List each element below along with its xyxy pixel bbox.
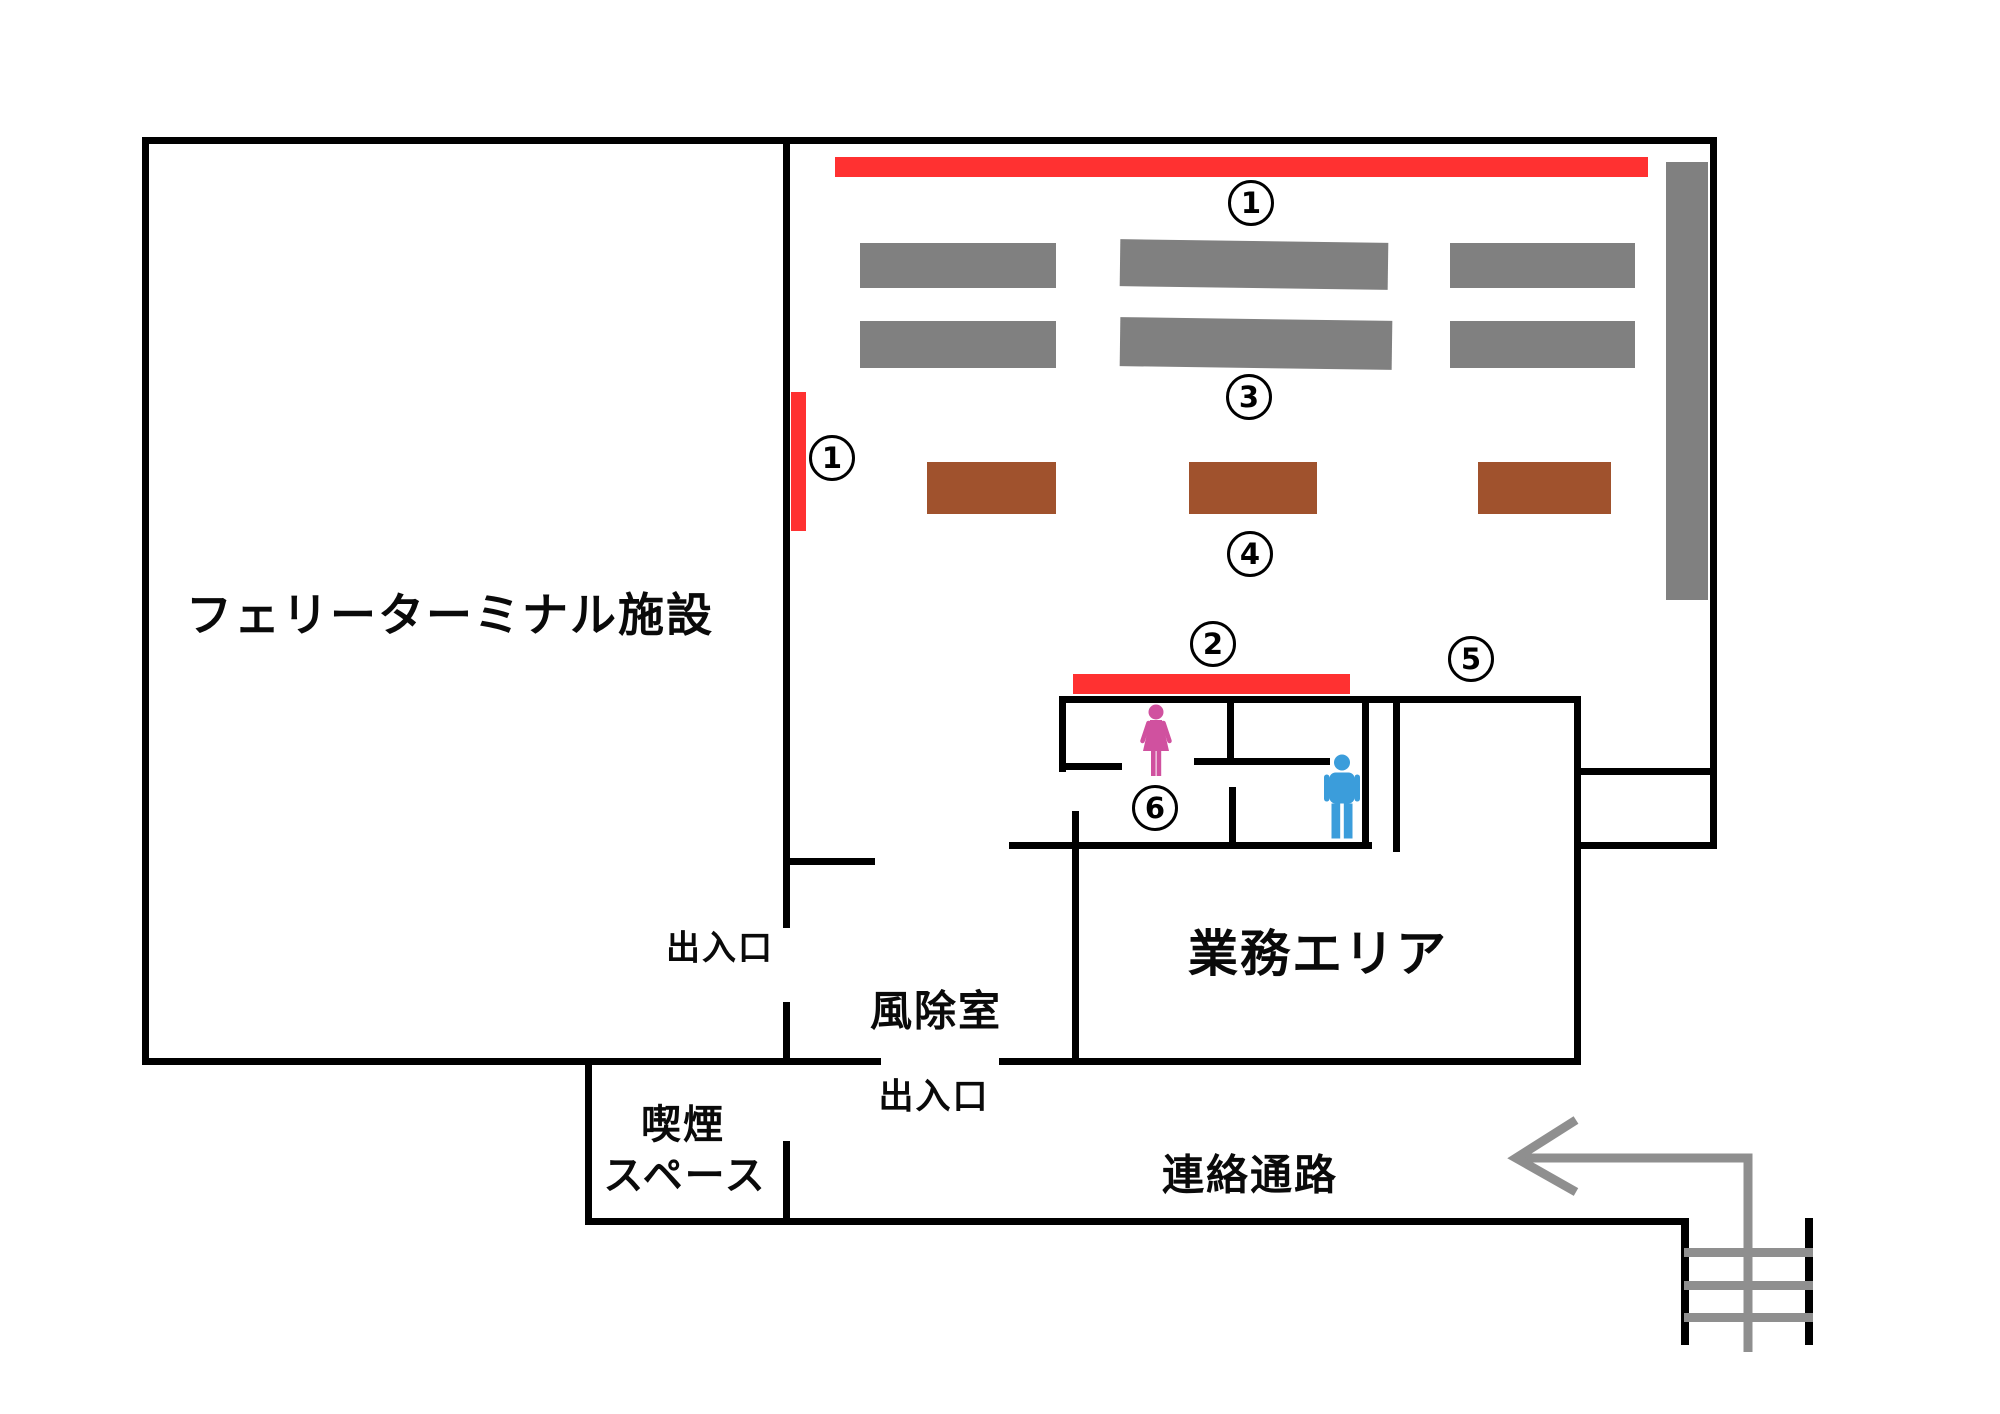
wall-mens-right [1362,696,1369,849]
wall-corridor-bottom [585,1218,1689,1225]
label-smoking-line1: 喫煙 [641,1102,725,1148]
wall-ferry-bottom [142,1058,881,1065]
label-business-area: 業務エリア [1188,925,1448,983]
wall-right [1710,137,1717,849]
red-counter-middle [1073,674,1350,694]
marker-label: 3 [1238,380,1260,414]
wall-toilet-divider-lower [1229,787,1236,849]
wall-vestibule-top-stub [786,858,875,865]
label-entrance-upper: 出入口 [666,928,774,969]
label-entrance-lower: 出入口 [878,1077,990,1118]
wall-notch-top [1574,768,1714,775]
label-smoking-line2: スペース [603,1153,767,1199]
wall-divider-upper [783,137,790,928]
marker-label: 2 [1202,627,1224,661]
red-counter-left [791,392,806,531]
gray-bench-row1-col3 [1450,243,1635,288]
wall-toilet-business-top [1059,696,1581,703]
wall-toilet-outer-right [1393,696,1400,852]
gray-bench-row2-col1 [860,321,1056,368]
wall-business-bottom [999,1058,1581,1065]
gray-bench-row2-col3 [1450,321,1635,368]
wall-business-right [1574,696,1581,1065]
wall-smoking-right [783,1141,790,1225]
red-counter-top [835,157,1648,177]
marker-label: 1 [821,441,843,475]
marker-3-gray-benches: 3 [1226,374,1272,420]
female-icon [1140,704,1172,776]
marker-label: 4 [1239,537,1261,571]
wall-toilet-divider-upper [1227,696,1234,763]
marker-4-brown-tables: 4 [1227,531,1273,577]
male-icon [1324,754,1360,839]
wall-left [142,137,149,1065]
wall-vestibule-right [1072,811,1079,1065]
label-ferry-terminal: フェリーターミナル施設 [186,588,714,642]
wall-divider-lower [783,1002,790,1065]
brown-table-col3 [1478,462,1611,514]
marker-label: 6 [1144,791,1166,825]
brown-table-col2 [1189,462,1317,514]
wall-toilet-bottom [1009,842,1372,849]
wall-toilet-mid-stub [1194,758,1330,765]
wall-top [142,137,1717,144]
marker-2-middle-counter: 2 [1190,621,1236,667]
marker-6-toilet: 6 [1132,785,1178,831]
gray-counter-rightwall [1666,162,1708,600]
marker-1-left-counter: 1 [809,435,855,481]
wall-toilet-left [1059,696,1066,772]
marker-label: 1 [1240,186,1262,220]
wall-toilet-left-stub [1059,763,1122,770]
wall-notch-bottom [1574,842,1717,849]
label-corridor: 連絡通路 [1161,1150,1339,1200]
marker-1-top-counter: 1 [1228,180,1274,226]
gray-bench-row1-col1 [860,243,1056,288]
wall-smoking-left [585,1058,592,1225]
brown-table-col1 [927,462,1056,514]
label-vestibule: 風除室 [869,986,1003,1036]
marker-label: 5 [1460,642,1482,676]
marker-5-notch: 5 [1448,636,1494,682]
